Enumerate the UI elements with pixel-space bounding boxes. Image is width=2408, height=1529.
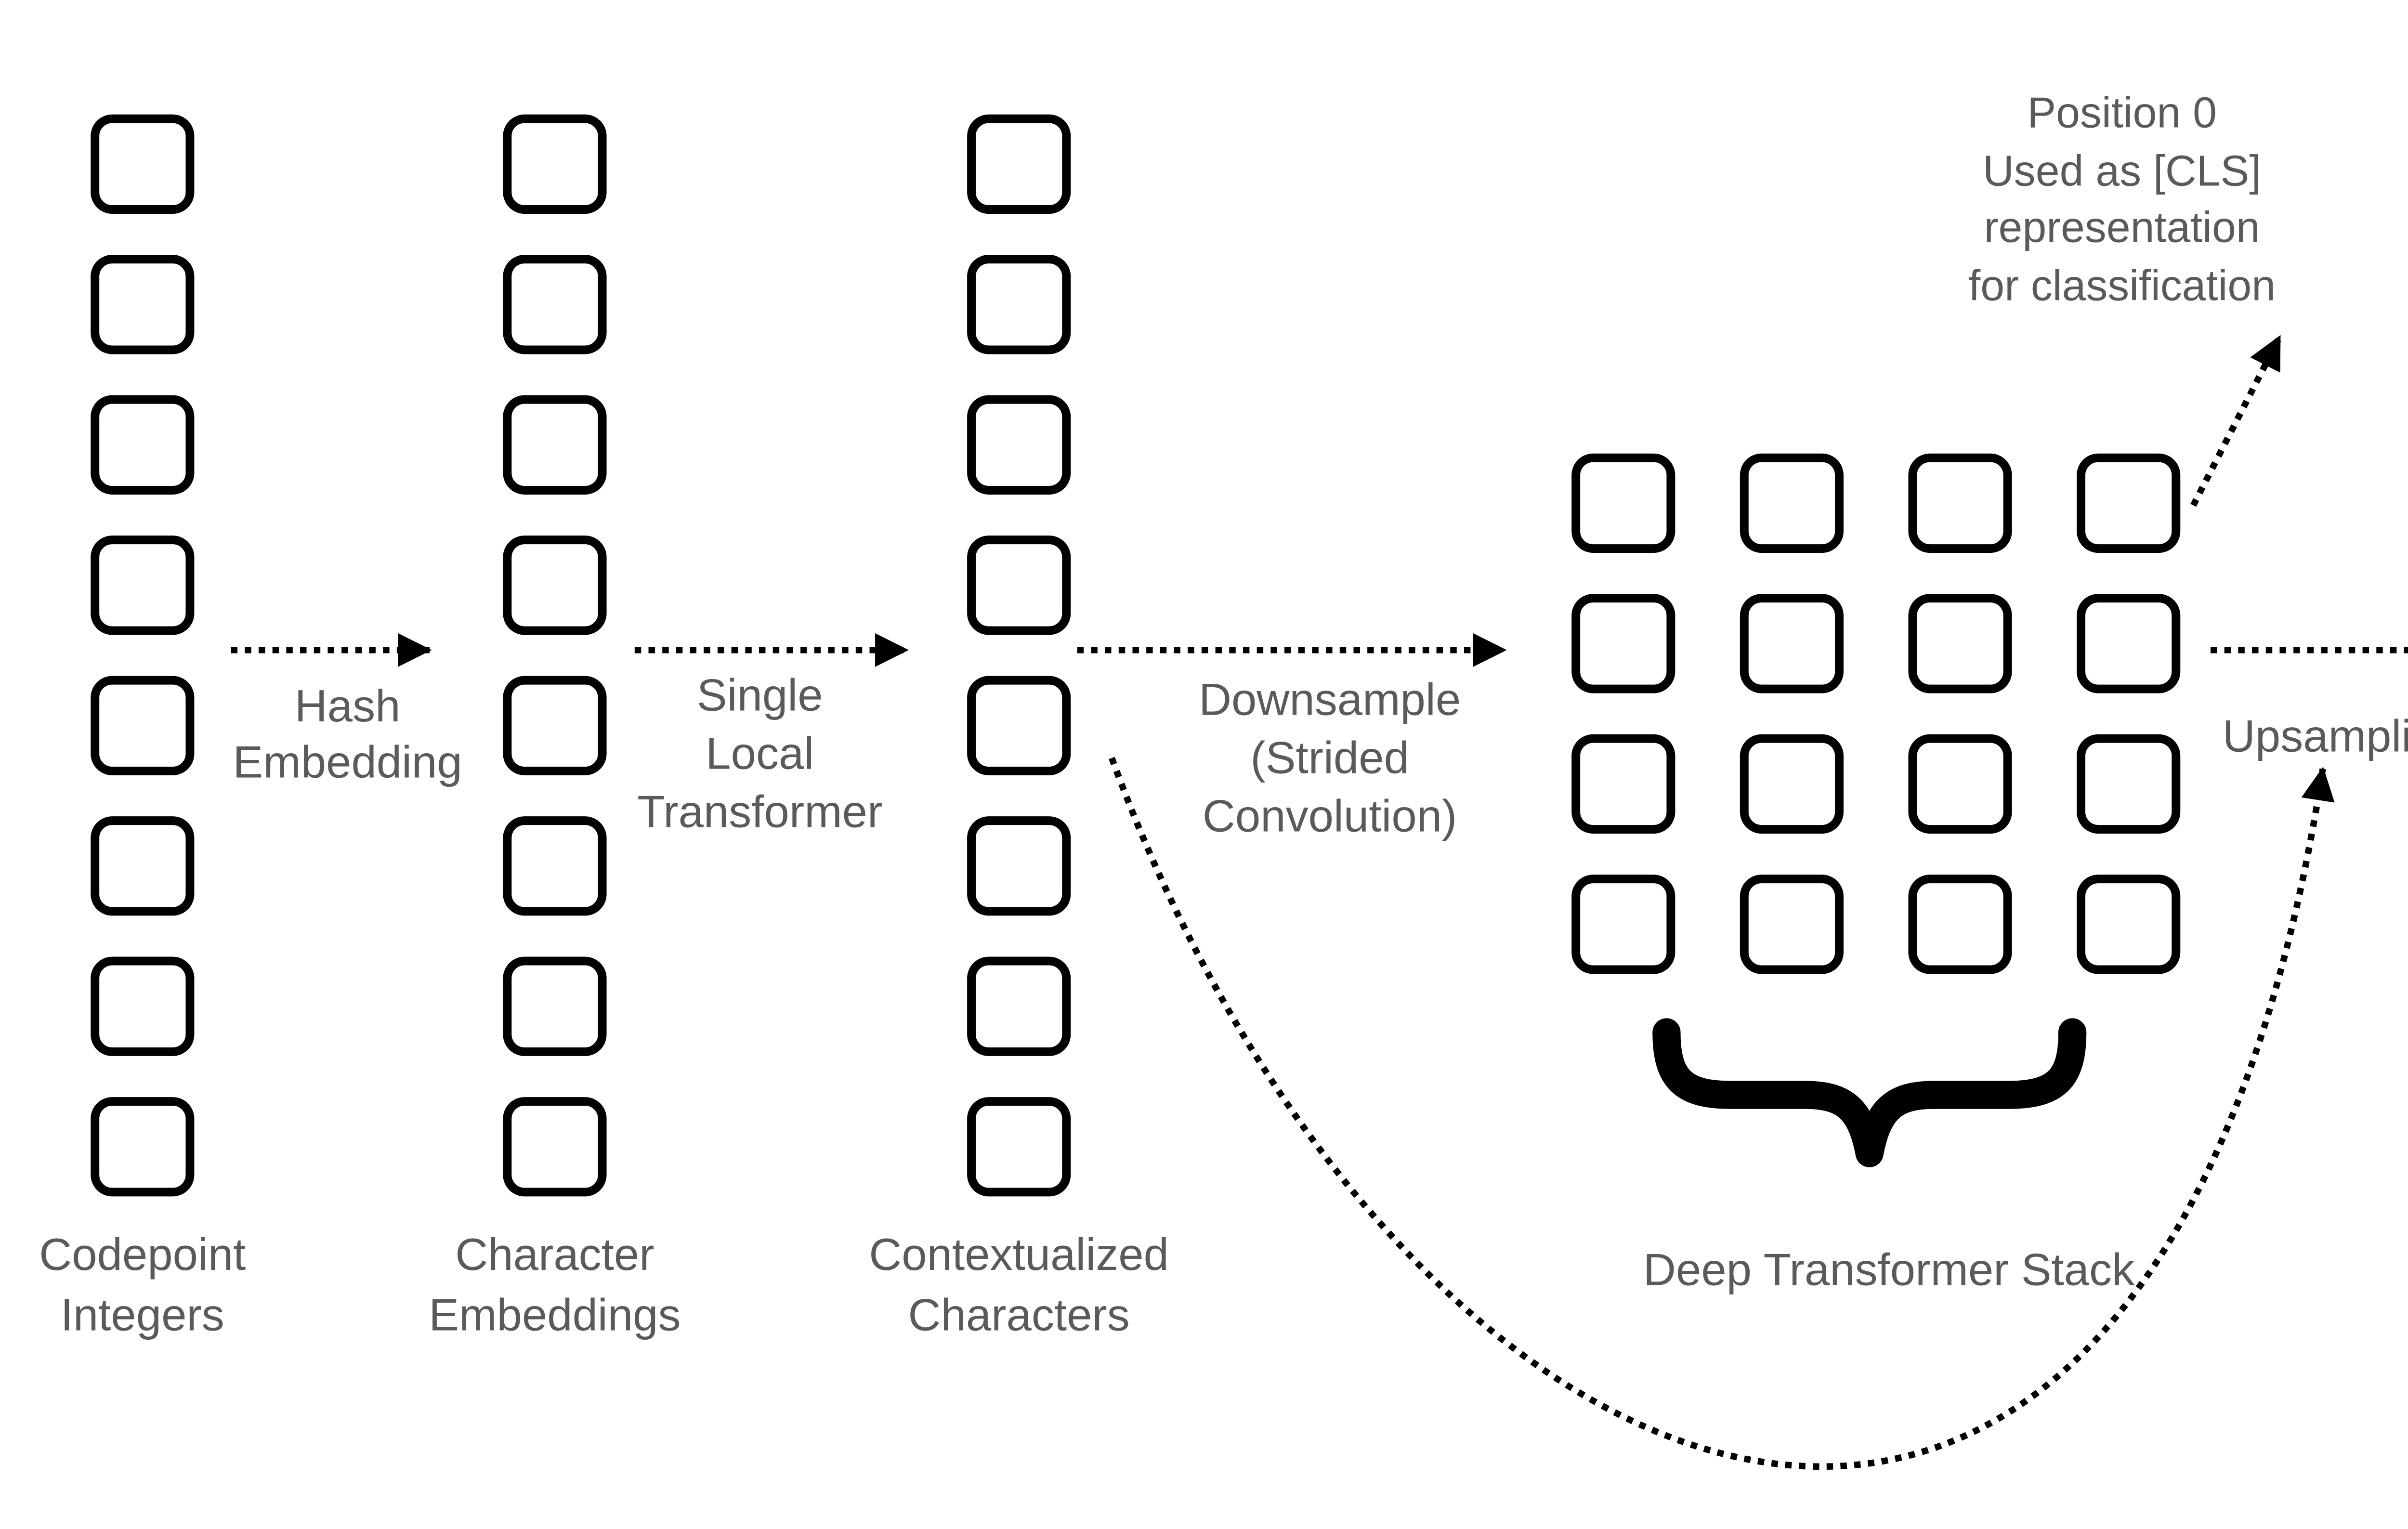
token-box (503, 816, 607, 916)
token-box (91, 816, 195, 916)
token-box (967, 956, 1071, 1056)
character-embeddings-label: Character Embeddings (429, 1231, 681, 1341)
token-box (967, 816, 1071, 916)
token-box (1740, 453, 1844, 553)
token-box (503, 956, 607, 1056)
token-box (1740, 594, 1844, 693)
column-contextualized-characters (967, 114, 1071, 1197)
token-box (503, 536, 607, 635)
token-box (1908, 453, 2012, 553)
characters-to-upsampling-skip-curve (1109, 757, 2335, 1470)
token-box (967, 255, 1071, 354)
deep-transformer-stack-label: Deep Transformer Stack (1643, 1246, 2135, 1296)
deep-transformer-stack-brace-icon (1652, 1018, 2087, 1167)
codepoint-integers-label: Codepoint Integers (39, 1231, 246, 1341)
token-box (91, 1097, 195, 1197)
token-box (503, 114, 607, 214)
concatenated-representations-label: Concatenated Representations (2359, 1227, 2408, 1347)
token-box (1571, 594, 1675, 693)
token-box (2077, 453, 2181, 553)
token-box (91, 536, 195, 635)
token-box (503, 255, 607, 354)
contextualized-characters-label: Contextualized Characters (869, 1231, 1169, 1341)
token-box (91, 956, 195, 1056)
token-box (1571, 734, 1675, 834)
hash-embedding-label: Hash Embedding (233, 682, 462, 788)
token-box (91, 114, 195, 214)
token-box (967, 1097, 1071, 1197)
token-box (1571, 453, 1675, 553)
token-box (1908, 734, 2012, 834)
token-box (503, 1097, 607, 1197)
token-box (91, 395, 195, 495)
token-box (2077, 734, 2181, 834)
deep-transformer-stack-grid (1571, 453, 2181, 974)
token-box (967, 114, 1071, 214)
token-box (967, 676, 1071, 775)
token-box (1908, 875, 2012, 974)
cls-note: Position 0 Used as [CLS] representation … (1968, 91, 2276, 310)
token-box (1908, 594, 2012, 693)
token-box (503, 676, 607, 775)
token-box (1740, 875, 1844, 974)
downsample-label: Downsample (Strided Convolution) (1199, 676, 1461, 842)
column-codepoint-integers (91, 114, 195, 1197)
token-box (1740, 734, 1844, 834)
token-box (1571, 875, 1675, 974)
token-box (91, 676, 195, 775)
single-local-transformer-label: Single Local Transformer (637, 671, 883, 838)
upsampling-label: Upsampling (2222, 712, 2408, 763)
token-box (2077, 875, 2181, 974)
token-box (503, 395, 607, 495)
token-box (91, 255, 195, 354)
token-box (967, 536, 1071, 635)
column-character-embeddings (503, 114, 607, 1197)
token-box (2077, 594, 2181, 693)
token-box (967, 395, 1071, 495)
position0-cls-arrow (2190, 335, 2283, 507)
